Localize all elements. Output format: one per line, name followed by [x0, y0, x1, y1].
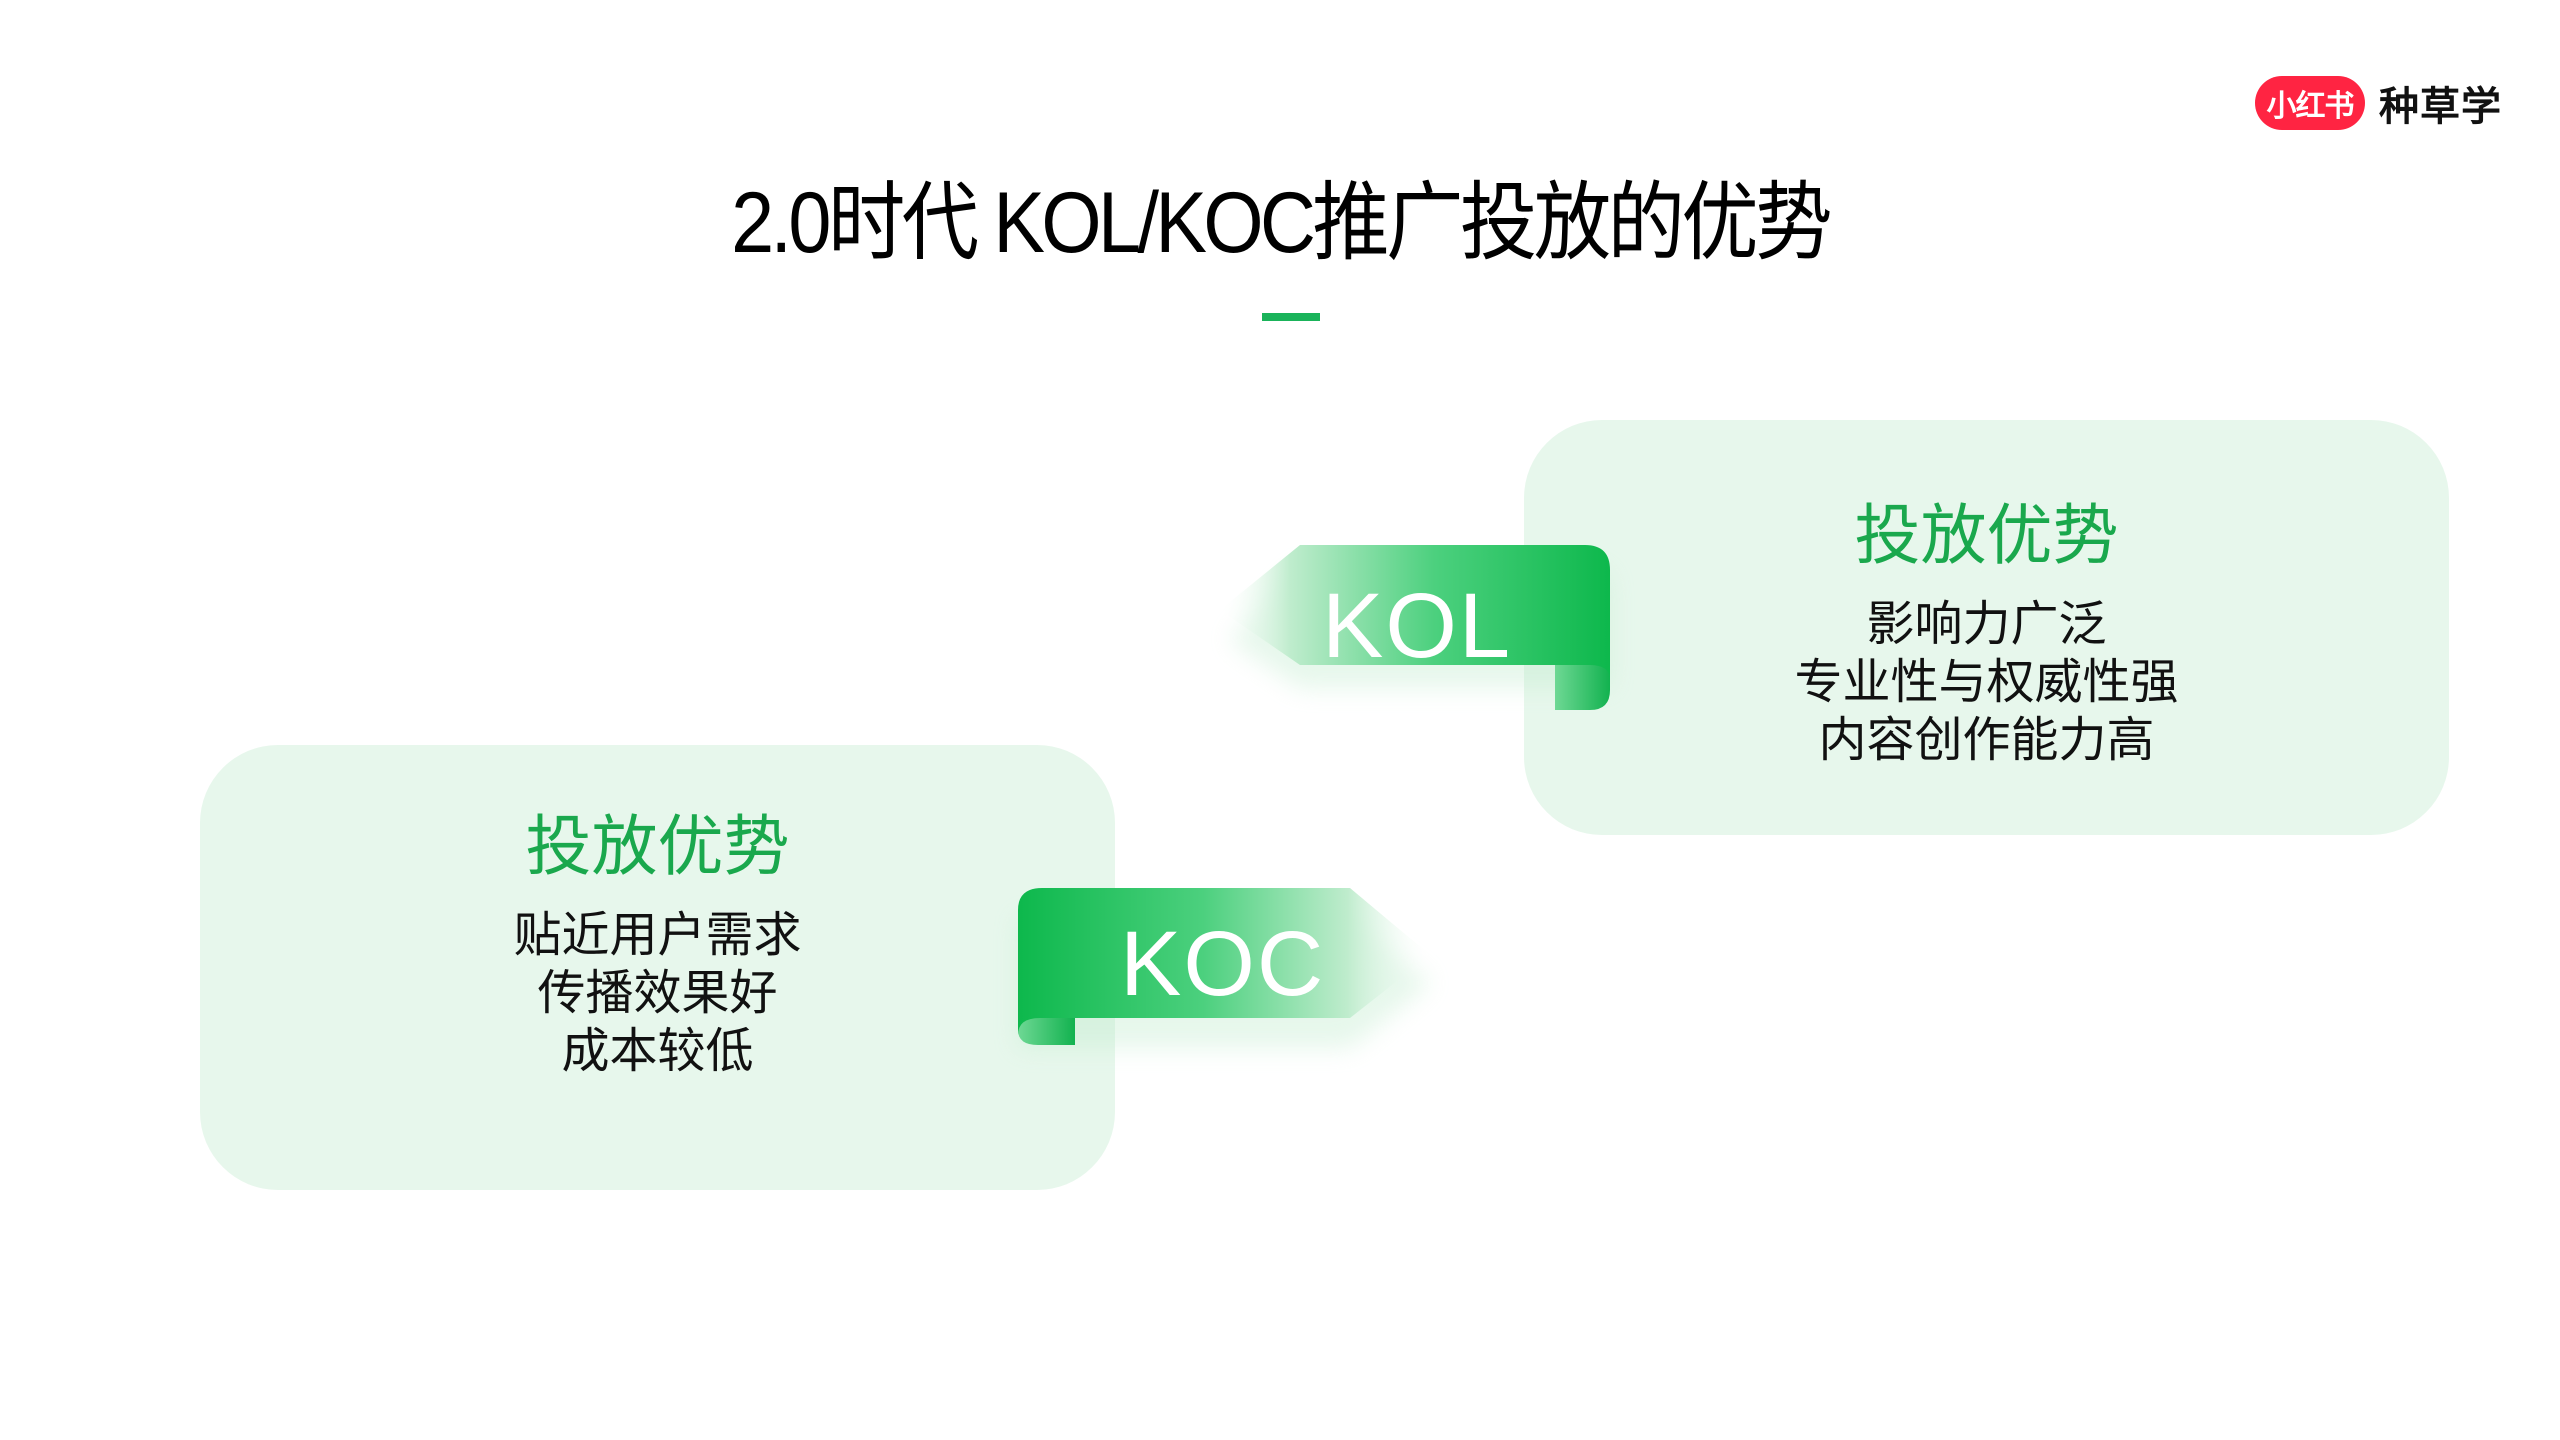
koc-advantage-item: 传播效果好	[537, 967, 778, 1020]
koc-advantages-list: 贴近用户需求 传播效果好 成本较低	[200, 907, 1115, 1081]
koc-card-heading: 投放优势	[525, 809, 790, 883]
kol-card-heading: 投放优势	[1854, 498, 2119, 572]
kol-advantage-item: 内容创作能力高	[1818, 714, 2155, 767]
logo-product-name: 种草学	[2379, 85, 2502, 129]
ribbon-arrow-right-icon	[1018, 888, 1430, 1048]
koc-advantage-item: 贴近用户需求	[513, 909, 802, 962]
kol-advantages-card: 投放优势 影响力广泛 专业性与权威性强 内容创作能力高	[1524, 420, 2449, 835]
koc-advantages-card: 投放优势 贴近用户需求 传播效果好 成本较低	[200, 745, 1115, 1190]
xiaohongshu-logo-pill: 小红书	[2255, 76, 2365, 130]
kol-label: KOL	[1322, 575, 1513, 677]
kol-ribbon-tag: KOL	[1190, 530, 1630, 730]
brand-logo: 小红书 种草学	[2255, 74, 2502, 132]
title-underline-divider	[1262, 313, 1320, 321]
page-title: 2.0时代 KOL/KOC推广投放的优势	[731, 175, 1832, 271]
kol-advantage-item: 影响力广泛	[1866, 598, 2107, 651]
koc-label: KOC	[1120, 913, 1326, 1015]
kol-advantages-list: 影响力广泛 专业性与权威性强 内容创作能力高	[1524, 596, 2449, 770]
koc-advantage-item: 成本较低	[561, 1025, 754, 1078]
kol-advantage-item: 专业性与权威性强	[1794, 656, 2179, 709]
koc-ribbon-tag: KOC	[1000, 870, 1460, 1070]
ribbon-arrow-left-icon	[1220, 545, 1610, 710]
